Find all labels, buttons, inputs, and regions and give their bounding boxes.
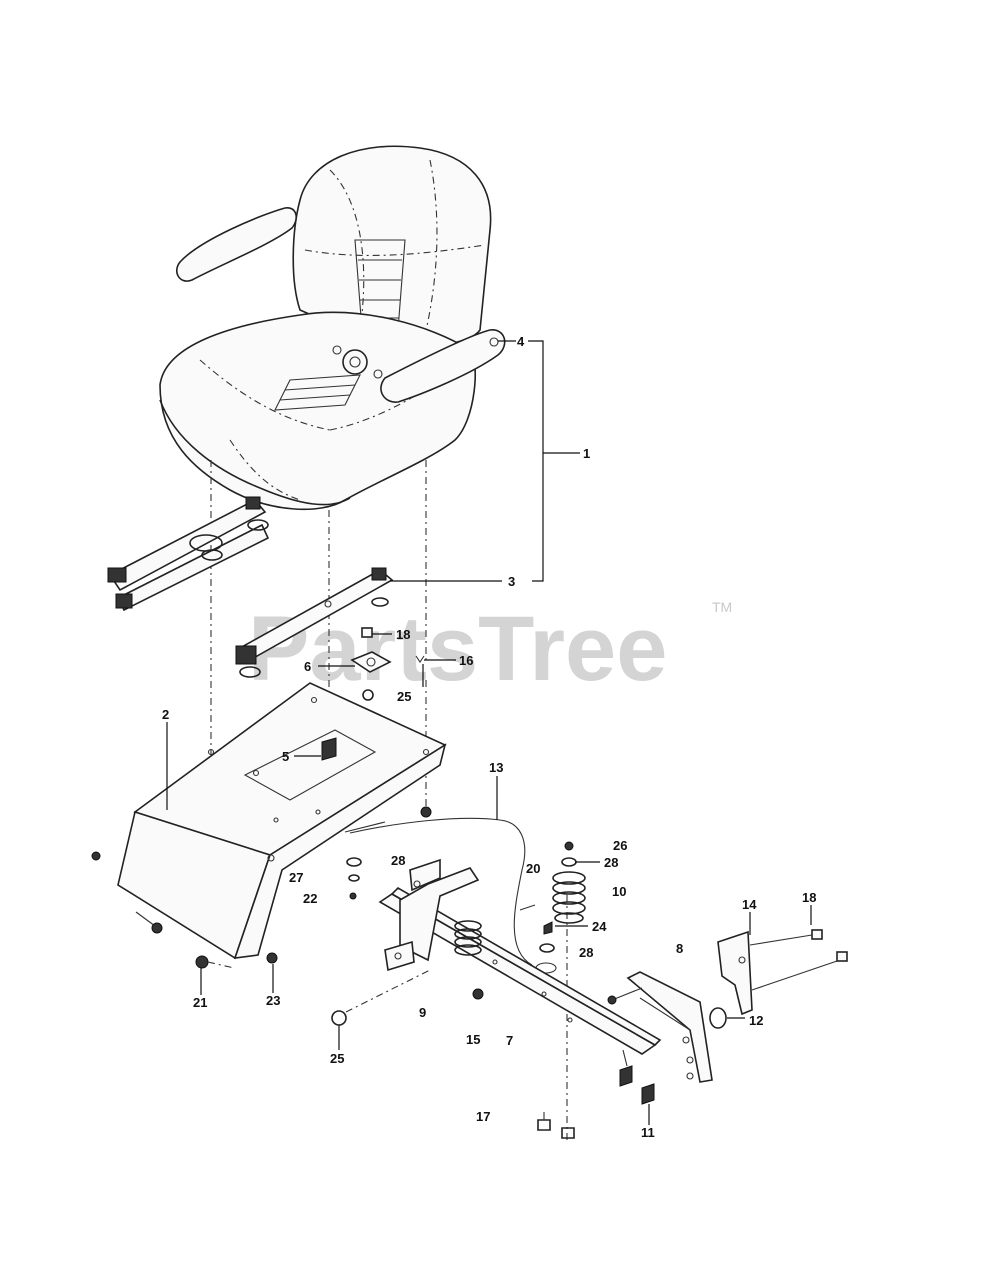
seat-latch xyxy=(321,737,337,761)
seat-rail-left xyxy=(107,496,270,612)
bushing-12 xyxy=(709,1007,727,1029)
callout-labels: 4 1 3 18 6 16 25 2 5 13 26 28 28 20 27 1… xyxy=(162,334,816,1140)
callout-17: 17 xyxy=(476,1109,490,1124)
callout-28-upper: 28 xyxy=(604,855,618,870)
callout-13: 13 xyxy=(489,760,503,775)
seat-spring-left xyxy=(454,920,482,956)
seat-pan xyxy=(117,682,447,960)
bolt-long-lower xyxy=(751,959,841,991)
seat-rail-right xyxy=(235,567,394,678)
callout-2: 2 xyxy=(162,707,169,722)
callout-1: 1 xyxy=(583,446,590,461)
callout-24: 24 xyxy=(592,919,607,934)
callout-27: 27 xyxy=(289,870,303,885)
clip-16 xyxy=(415,655,425,663)
callout-10: 10 xyxy=(612,884,626,899)
callout-21: 21 xyxy=(193,995,207,1010)
callout-14: 14 xyxy=(742,897,757,912)
bolt-18-upper xyxy=(361,627,373,638)
callout-5: 5 xyxy=(282,749,289,764)
callout-16: 16 xyxy=(459,653,473,668)
callout-23: 23 xyxy=(266,993,280,1008)
seat-mount-plate xyxy=(350,651,392,673)
seat-spring-right xyxy=(552,871,586,924)
seat-switch-cable xyxy=(349,817,533,966)
callout-7: 7 xyxy=(506,1033,513,1048)
callout-18-right: 18 xyxy=(802,890,816,905)
seat-hinge-bar xyxy=(378,858,662,1055)
callout-3: 3 xyxy=(508,574,515,589)
callout-22: 22 xyxy=(303,891,317,906)
callout-4: 4 xyxy=(517,334,525,349)
pivot-bracket xyxy=(626,930,753,1083)
callout-28-lower: 28 xyxy=(579,945,593,960)
leader-lines xyxy=(166,340,812,1125)
callout-20: 20 xyxy=(526,861,540,876)
seat-assembly xyxy=(159,145,506,511)
callout-6: 6 xyxy=(304,659,311,674)
callout-11: 11 xyxy=(641,1125,655,1140)
callout-25-lower: 25 xyxy=(330,1051,344,1066)
callout-18-upper: 18 xyxy=(396,627,410,642)
callout-25-upper: 25 xyxy=(397,689,411,704)
watermark-trademark: TM xyxy=(712,599,732,615)
callout-8: 8 xyxy=(676,941,683,956)
callout-12: 12 xyxy=(749,1013,763,1028)
callout-28-left: 28 xyxy=(391,853,405,868)
callout-26: 26 xyxy=(613,838,627,853)
bolt-long-upper xyxy=(749,934,813,946)
callout-9: 9 xyxy=(419,1005,426,1020)
callout-15: 15 xyxy=(466,1032,480,1047)
